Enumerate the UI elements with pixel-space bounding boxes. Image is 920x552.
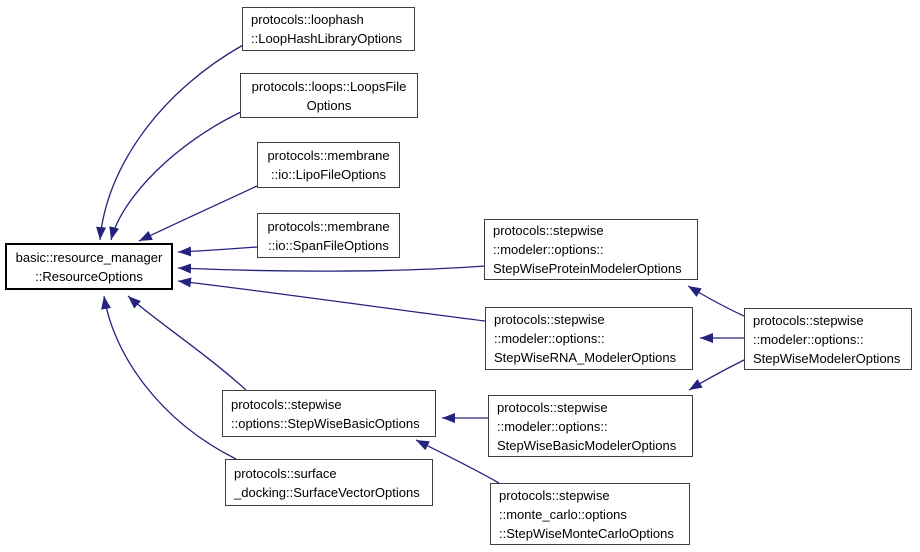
node-label-line: Options xyxy=(306,97,352,113)
inheritance-edge-loophash-library-options-to-resource-options xyxy=(96,44,244,241)
inheritance-edge-stepwise-rna-modeler-options-to-resource-options xyxy=(177,277,486,322)
node-label-line: ::modeler::options:: xyxy=(494,331,605,346)
inheritance-edge-stepwise-basic-options-to-resource-options xyxy=(127,295,247,391)
node-label-line: ::LoopHashLibraryOptions xyxy=(251,31,403,46)
node-label-line: StepWiseBasicModelerOptions xyxy=(497,437,677,453)
diagram-node-lipo-file-options[interactable]: protocols::membrane::io::LipoFileOptions xyxy=(257,142,400,188)
node-label-line: ::ResourceOptions xyxy=(35,268,143,284)
inheritance-edge-loops-file-options-to-resource-options xyxy=(109,111,242,241)
node-label-line: ::StepWiseMonteCarloOptions xyxy=(499,525,674,541)
node-label-line: protocols::membrane xyxy=(267,148,390,163)
inheritance-edge-surface-vector-options-to-resource-options xyxy=(101,295,237,460)
node-label-line: protocols::loops::LoopsFile xyxy=(251,78,407,94)
diagram-node-stepwise-modeler-options[interactable]: protocols::stepwise::modeler::options::S… xyxy=(744,308,912,370)
node-label-line: ::modeler::options:: xyxy=(497,418,608,434)
diagram-node-stepwise-rna-modeler-options[interactable]: protocols::stepwise::modeler::options::S… xyxy=(485,307,693,370)
node-label-line: protocols::stepwise xyxy=(497,399,608,415)
node-label-line: protocols::stepwise xyxy=(499,487,610,503)
inheritance-edge-stepwise-modeler-options-to-stepwise-protein-modeler-options xyxy=(687,285,745,317)
diagram-node-stepwise-protein-modeler-options[interactable]: protocols::stepwise::modeler::options::S… xyxy=(484,219,698,280)
node-label-line: ::options::StepWiseBasicOptions xyxy=(231,415,420,431)
diagram-node-span-file-options[interactable]: protocols::membrane::io::SpanFileOptions xyxy=(257,213,400,258)
node-label-line: protocols::stepwise xyxy=(231,396,342,412)
node-label-line: protocols::surface xyxy=(234,465,337,481)
diagram-node-surface-vector-options[interactable]: protocols::surface_docking::SurfaceVecto… xyxy=(225,459,433,506)
node-label-line: protocols::stepwise xyxy=(493,223,604,238)
node-label-line: ::monte_carlo::options xyxy=(499,506,627,522)
diagram-node-stepwise-basic-modeler-options[interactable]: protocols::stepwise::modeler::options::S… xyxy=(488,395,693,457)
node-label-line: protocols::stepwise xyxy=(494,312,605,327)
node-label-line: _docking::SurfaceVectorOptions xyxy=(234,484,420,500)
node-label-line: protocols::loophash xyxy=(251,12,364,27)
node-label-line: ::modeler::options:: xyxy=(753,331,864,347)
node-label-line: ::modeler::options:: xyxy=(493,242,604,257)
diagram-node-stepwise-monte-carlo-options[interactable]: protocols::stepwise::monte_carlo::option… xyxy=(490,483,690,545)
inheritance-edge-span-file-options-to-resource-options xyxy=(177,246,258,257)
inheritance-edge-stepwise-protein-modeler-options-to-resource-options xyxy=(177,263,485,274)
node-label-line: basic::resource_manager xyxy=(15,249,163,265)
diagram-node-loophash-library-options[interactable]: protocols::loophash::LoopHashLibraryOpti… xyxy=(242,7,415,51)
node-label-line: StepWiseModelerOptions xyxy=(753,350,901,366)
node-label-line: protocols::membrane xyxy=(267,218,390,234)
inheritance-edges xyxy=(96,44,745,484)
inheritance-edge-stepwise-modeler-options-to-stepwise-basic-modeler-options xyxy=(688,359,745,391)
node-label-line: ::io::SpanFileOptions xyxy=(268,237,389,253)
node-label-line: StepWiseRNA_ModelerOptions xyxy=(494,350,677,365)
inheritance-edge-stepwise-monte-carlo-options-to-stepwise-basic-options xyxy=(415,439,500,484)
diagram-node-resource-options: basic::resource_manager::ResourceOptions xyxy=(5,243,173,290)
diagram-node-stepwise-basic-options[interactable]: protocols::stepwise::options::StepWiseBa… xyxy=(222,390,436,437)
node-label-line: ::io::LipoFileOptions xyxy=(271,167,386,182)
node-label-line: protocols::stepwise xyxy=(753,312,864,328)
node-label-line: StepWiseProteinModelerOptions xyxy=(493,261,682,276)
inheritance-edge-lipo-file-options-to-resource-options xyxy=(138,185,258,242)
